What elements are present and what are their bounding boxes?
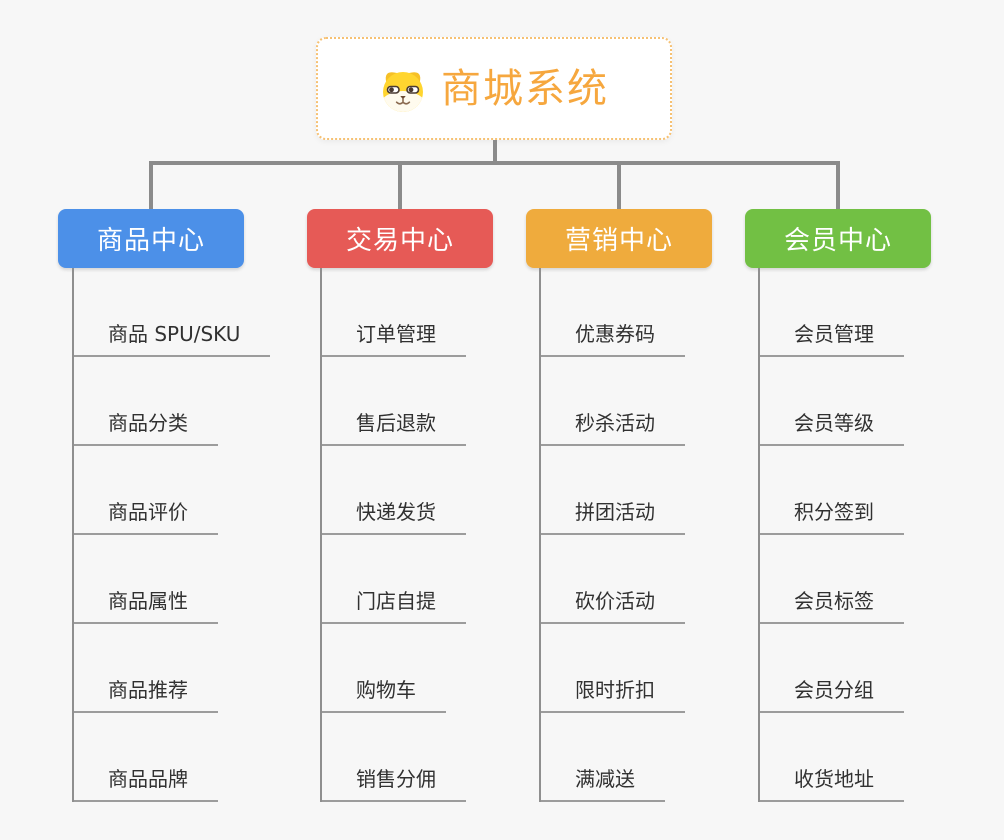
leaf-node-member-tag[interactable]: 会员标签 bbox=[760, 587, 904, 624]
leaf-node-aftersale-refund[interactable]: 售后退款 bbox=[322, 409, 466, 446]
leaf-node-shipping-address[interactable]: 收货地址 bbox=[760, 765, 904, 802]
leaf-node-shopping-cart[interactable]: 购物车 bbox=[322, 676, 446, 713]
dog-icon bbox=[379, 65, 427, 113]
leaf-node-product-attribute[interactable]: 商品属性 bbox=[74, 587, 218, 624]
branch-children-trade-center: 订单管理 售后退款 快递发货 门店自提 购物车 销售分佣 bbox=[320, 268, 466, 802]
leaf-node-order-management[interactable]: 订单管理 bbox=[322, 320, 466, 357]
leaf-node-group-buy[interactable]: 拼团活动 bbox=[541, 498, 685, 535]
branch-children-product-center: 商品 SPU/SKU 商品分类 商品评价 商品属性 商品推荐 商品品牌 bbox=[72, 268, 271, 802]
leaf-node-product-brand[interactable]: 商品品牌 bbox=[74, 765, 218, 802]
connector-drop-marketing bbox=[617, 163, 621, 209]
leaf-node-points-checkin[interactable]: 积分签到 bbox=[760, 498, 904, 535]
leaf-node-sales-commission[interactable]: 销售分佣 bbox=[322, 765, 466, 802]
connector-drop-product bbox=[149, 163, 153, 209]
leaf-node-product-spu-sku[interactable]: 商品 SPU/SKU bbox=[74, 320, 271, 357]
root-title: 商城系统 bbox=[441, 65, 609, 112]
root-node-mall-system[interactable]: 商城系统 bbox=[316, 37, 672, 140]
branch-node-member-center[interactable]: 会员中心 bbox=[745, 209, 931, 268]
leaf-node-product-recommend[interactable]: 商品推荐 bbox=[74, 676, 218, 713]
leaf-node-bargain-activity[interactable]: 砍价活动 bbox=[541, 587, 685, 624]
branch-children-member-center: 会员管理 会员等级 积分签到 会员标签 会员分组 收货地址 bbox=[758, 268, 904, 802]
connector-drop-member bbox=[836, 163, 840, 209]
leaf-node-spend-and-save[interactable]: 满减送 bbox=[541, 765, 665, 802]
branch-children-marketing-center: 优惠券码 秒杀活动 拼团活动 砍价活动 限时折扣 满减送 bbox=[539, 268, 685, 802]
branch-node-marketing-center[interactable]: 营销中心 bbox=[526, 209, 712, 268]
leaf-node-member-group[interactable]: 会员分组 bbox=[760, 676, 904, 713]
leaf-node-product-category[interactable]: 商品分类 bbox=[74, 409, 218, 446]
leaf-node-coupon-code[interactable]: 优惠券码 bbox=[541, 320, 685, 357]
leaf-node-member-management[interactable]: 会员管理 bbox=[760, 320, 904, 357]
branch-node-product-center[interactable]: 商品中心 bbox=[58, 209, 244, 268]
leaf-node-member-level[interactable]: 会员等级 bbox=[760, 409, 904, 446]
leaf-node-limited-time-discount[interactable]: 限时折扣 bbox=[541, 676, 685, 713]
connector-drop-trade bbox=[398, 163, 402, 209]
leaf-node-flash-sale[interactable]: 秒杀活动 bbox=[541, 409, 685, 446]
leaf-node-product-review[interactable]: 商品评价 bbox=[74, 498, 218, 535]
branch-node-trade-center[interactable]: 交易中心 bbox=[307, 209, 493, 268]
connector-root-drop bbox=[493, 140, 497, 163]
connector-horizontal bbox=[149, 161, 840, 165]
leaf-node-store-pickup[interactable]: 门店自提 bbox=[322, 587, 466, 624]
leaf-node-express-shipping[interactable]: 快递发货 bbox=[322, 498, 466, 535]
